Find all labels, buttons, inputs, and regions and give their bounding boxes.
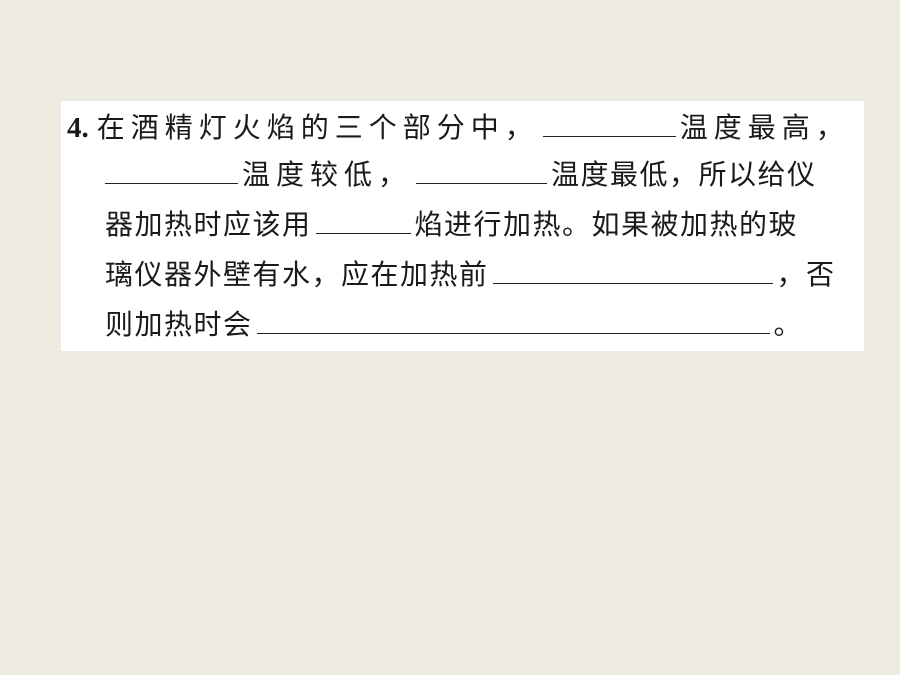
answer-blank-6[interactable] [256,303,770,334]
answer-blank-5[interactable] [492,253,773,284]
question-text: 器加热时应该用 [105,208,312,241]
question-text: 在酒精灯火焰的三个部分中， [96,111,539,144]
question-line-1: 4.在酒精灯火焰的三个部分中， 温度最高， [67,106,850,150]
answer-blank-2[interactable] [105,153,238,184]
question-text: 。 [773,308,804,341]
question-line-5: 则加热时会 。 [105,303,803,347]
question-text: 则加热时会 [105,308,253,341]
answer-blank-1[interactable] [542,106,676,137]
question-line-3: 器加热时应该用 焰进行加热。如果被加热的玻 [105,203,798,247]
question-line-4: 璃仪器外壁有水，应在加热前 ，否 [105,253,836,297]
question-text: 温度最高， [679,111,850,144]
question-text: 温度最低，所以给仪 [551,158,817,191]
question-number: 4. [67,112,89,144]
question-card: 4.在酒精灯火焰的三个部分中， 温度最高， 温度较低， 温度最低，所以给仪 器加热时… [61,101,864,351]
question-line-2: 温度较低， 温度最低，所以给仪 [105,153,817,197]
question-text: 璃仪器外壁有水，应在加热前 [105,258,489,291]
answer-blank-3[interactable] [416,153,548,184]
question-text: ，否 [776,258,836,291]
question-text: 温度较低， [242,158,413,191]
answer-blank-4[interactable] [315,203,411,234]
question-text: 焰进行加热。如果被加热的玻 [414,208,799,241]
